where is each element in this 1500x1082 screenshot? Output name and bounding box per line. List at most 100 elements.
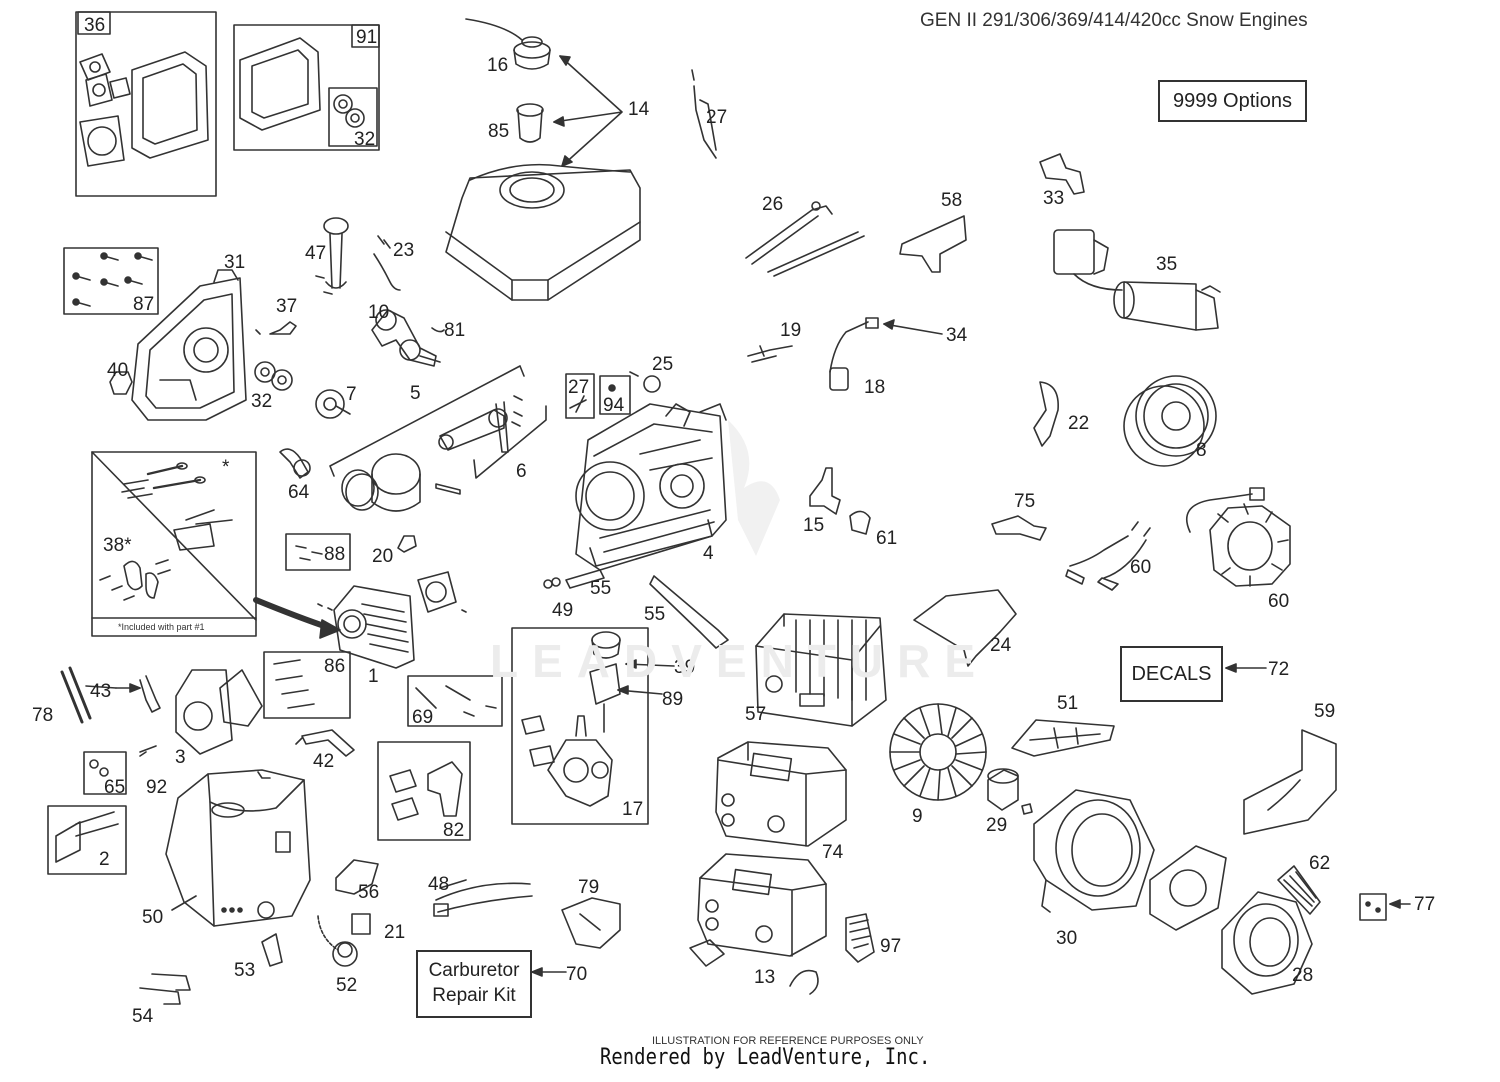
callout-number: 52 [336,975,357,996]
carb-box [511,627,649,825]
callout-number: 14 [628,99,650,120]
spark-plug [397,535,417,553]
callout-number: 86 [324,656,345,677]
callout-number: 2 [99,849,110,870]
callout-number: 17 [622,799,643,820]
callout-number: 37 [276,296,297,317]
cylinder-head [333,585,415,669]
choke-link [691,69,717,159]
callout-number: 25 [652,354,673,375]
callout-number: 60 [1130,557,1151,578]
bracket-79 [561,897,621,949]
head-gasket [417,571,457,613]
bracket-42 [301,729,355,757]
callout-number: 53 [234,960,255,981]
callout-number: 75 [1014,491,1035,512]
callout-number: 32 [354,129,375,150]
muffler-13 [697,853,827,957]
callout-number: 43 [90,681,111,702]
callout-number: * [222,457,230,478]
callout-number: 77 [1414,894,1435,915]
callout-number: 19 [780,320,801,341]
callout-number: 54 [132,1006,154,1027]
callout-number: 1 [368,666,379,687]
valve-springs [121,479,153,499]
baffle-24 [913,589,1017,667]
callout-number: 82 [443,820,464,841]
callout-number: 3 [175,747,186,768]
callout-number: 89 [662,689,683,710]
carburetor [547,739,613,807]
callout-number: 35 [1156,254,1177,275]
callout-number: 85 [488,121,509,142]
cap-tether [465,18,523,41]
valve-kit-box [91,451,257,637]
bracket-75 [991,515,1047,541]
callout-number: 88 [324,544,345,565]
callout-number: 81 [444,320,465,341]
callout-number: 79 [578,877,599,898]
flywheel [1135,375,1217,457]
engine-block [575,403,727,571]
washer-49 [543,579,553,589]
callout-number: 36 [84,15,105,36]
watermark-logo [728,420,780,556]
bracket-58 [899,215,967,273]
callout-number: 28 [1292,965,1313,986]
gasket-kit-box [75,11,217,197]
callout-number: 8 [1196,440,1207,461]
air-intake [175,669,233,755]
carburetor-repair-kit-box: Carburetor Repair Kit [416,950,532,1018]
callout-number: 55 [644,604,665,625]
callout-number: 18 [864,377,885,398]
callout-number: 24 [990,635,1012,656]
key-53 [261,933,283,967]
screws-box-65 [83,751,127,795]
included-note: *Included with part #1 [118,622,205,632]
callout-number: 38* [103,535,132,556]
callout-number: 13 [754,967,775,988]
callout-number: 59 [1314,701,1335,722]
callout-number: 87 [133,294,154,315]
options-box: 9999 Options [1158,80,1307,122]
rod-78 [60,666,92,724]
callout-number: 4 [703,543,714,564]
seal-25 [643,375,661,393]
callout-number: 29 [986,815,1007,836]
callout-number: 32 [251,391,272,412]
governor-spring [745,205,865,277]
fuel-tank [445,169,641,301]
wires-48 [435,879,533,913]
fuel-strainer [517,109,543,143]
knob-61 [849,510,871,535]
bracket-51 [1011,719,1115,757]
governor-gear [279,448,309,479]
callout-number: 21 [384,922,405,943]
pushrod-55 [649,575,729,649]
stator-wire [1185,493,1253,533]
decals-box: DECALS [1120,646,1223,702]
callout-number: 33 [1043,188,1064,209]
fuel-valve [809,467,841,515]
callout-number: 72 [1268,659,1289,680]
hose [373,253,401,291]
callout-number: 70 [566,964,587,985]
callout-number: 27 [706,107,727,128]
electric-starter [1123,281,1197,331]
studs-box-69 [407,675,503,727]
callout-number: 61 [876,528,897,549]
screen-gasket [1149,845,1227,931]
spark-arrestor [845,913,875,963]
callout-number: 34 [946,325,968,346]
callout-number: 92 [146,777,167,798]
callout-number: 91 [356,27,377,48]
callout-number: 48 [428,874,449,895]
primer-52 [332,941,358,967]
drain-plug [109,371,133,395]
bolt-37 [269,321,297,335]
recoil-starter [1221,891,1313,995]
part-box-2 [47,805,127,875]
callout-number: 5 [410,383,421,404]
